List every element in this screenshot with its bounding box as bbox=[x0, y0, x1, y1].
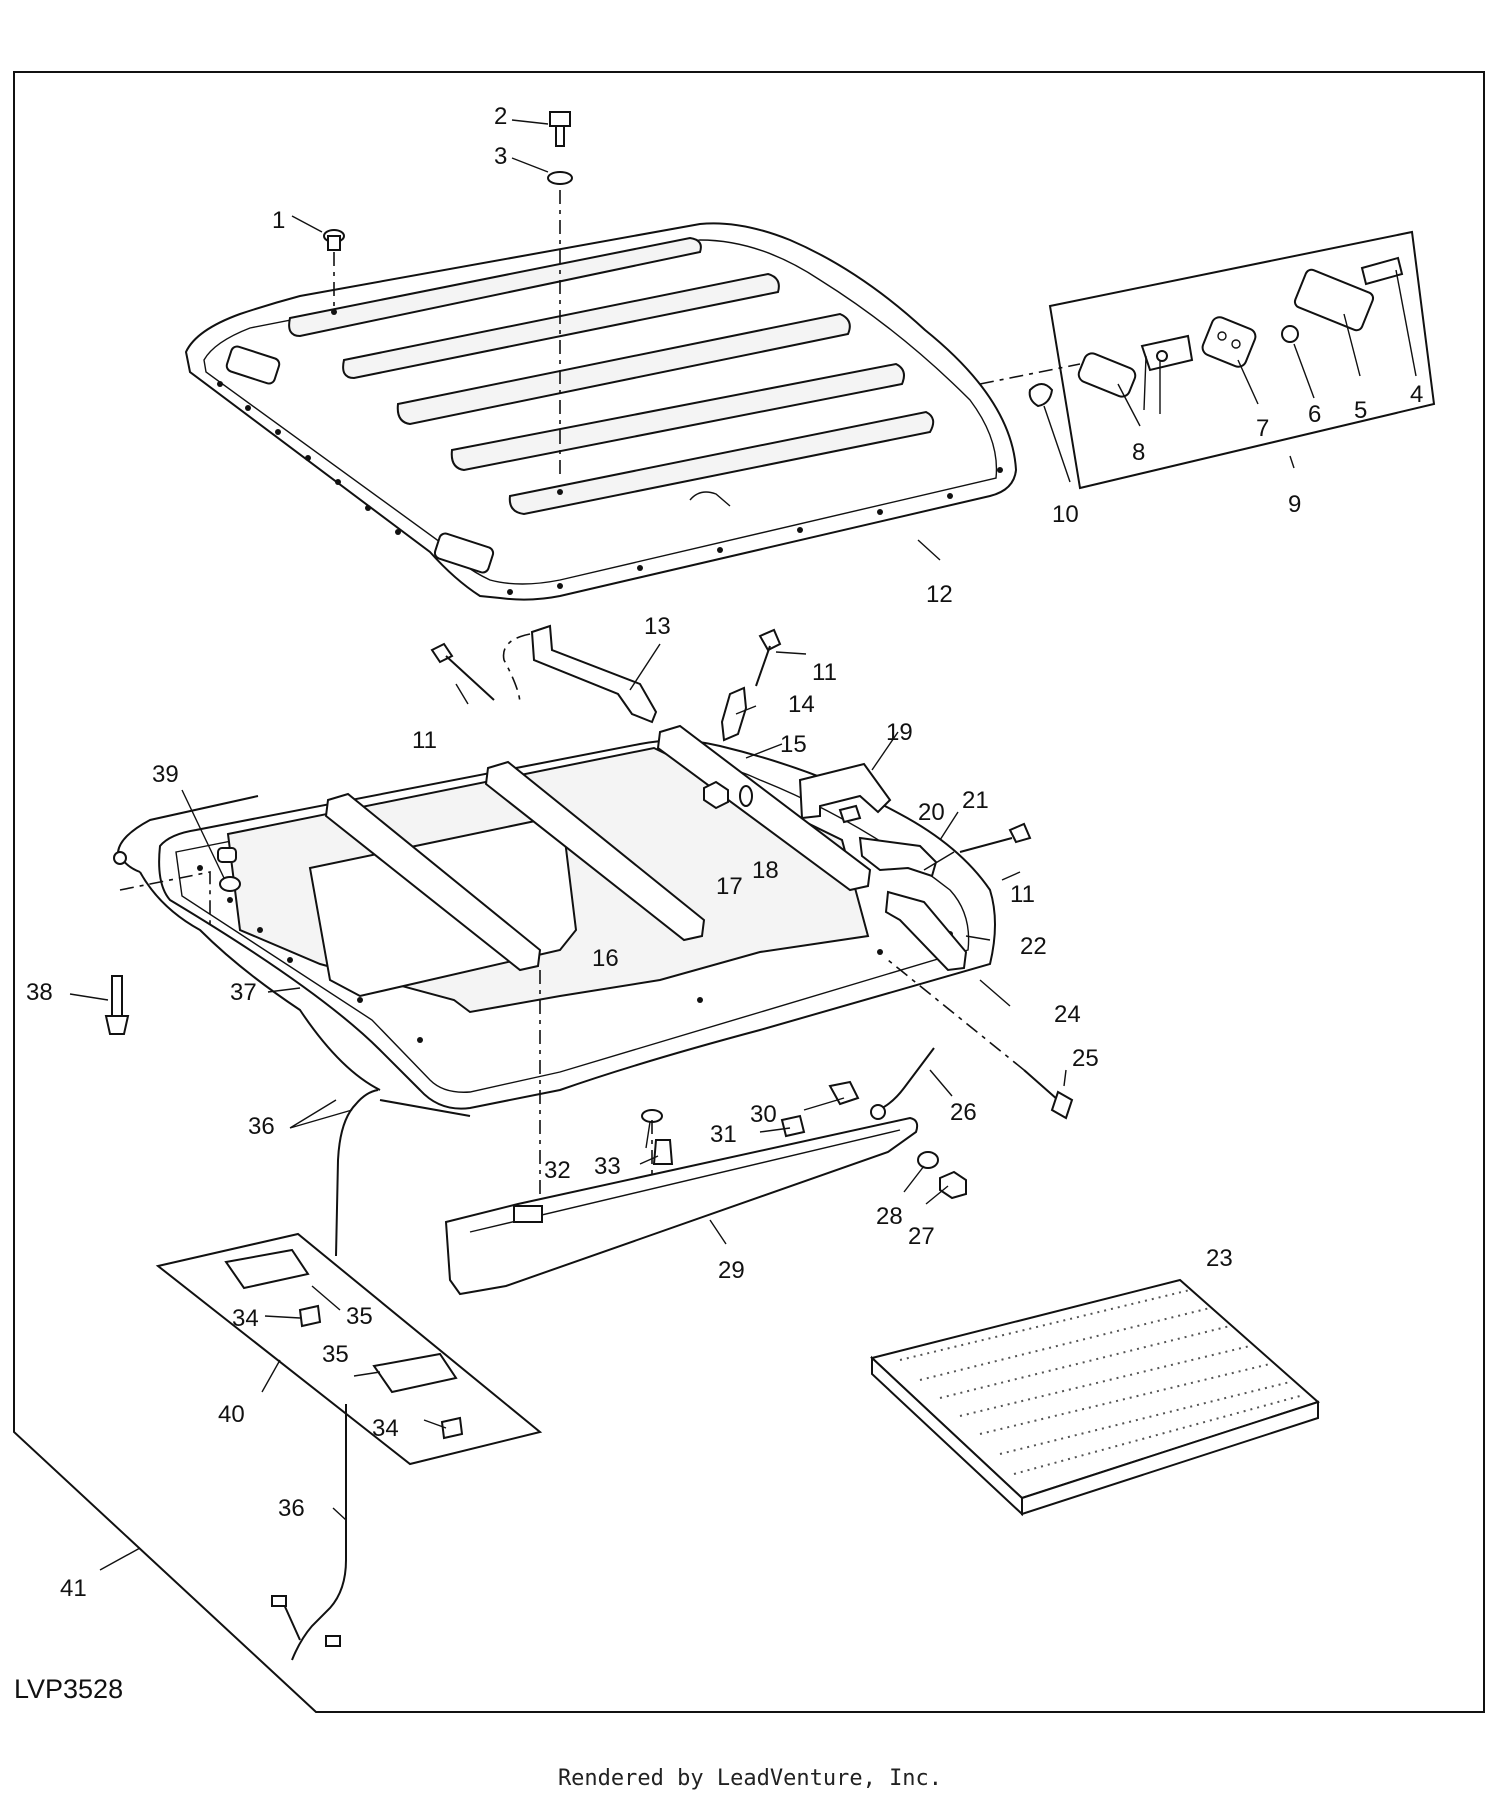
fitting-30 bbox=[828, 1080, 860, 1106]
callout-40: 40 bbox=[218, 1401, 245, 1428]
callout-22: 22 bbox=[1020, 933, 1047, 960]
washer-28 bbox=[917, 1151, 939, 1169]
callout-15: 15 bbox=[780, 731, 807, 758]
rivet-11-mid bbox=[755, 628, 782, 687]
cushion-23 bbox=[869, 1278, 1320, 1517]
footer-credit: Rendered by LeadVenture, Inc. bbox=[557, 1766, 943, 1791]
callout-36a: 36 bbox=[248, 1113, 275, 1140]
rivet-11-right bbox=[959, 822, 1032, 853]
callout-11a: 11 bbox=[812, 659, 837, 686]
washer-18 bbox=[739, 785, 753, 807]
callout-24: 24 bbox=[1054, 1001, 1081, 1028]
callout-6: 6 bbox=[1308, 401, 1321, 428]
callout-12: 12 bbox=[926, 581, 953, 608]
bracket-19 bbox=[798, 762, 892, 820]
clamp-35-b bbox=[372, 1352, 458, 1394]
washer-3 bbox=[547, 171, 573, 185]
callout-37: 37 bbox=[230, 979, 257, 1006]
callout-34b: 34 bbox=[372, 1415, 399, 1442]
callout-26: 26 bbox=[950, 1099, 977, 1126]
callout-11c: 11 bbox=[1010, 881, 1035, 908]
bracket-22 bbox=[884, 890, 968, 972]
harness-37 bbox=[113, 795, 471, 1117]
callout-35a: 35 bbox=[346, 1303, 373, 1330]
callout-27: 27 bbox=[908, 1223, 935, 1250]
callout-28: 28 bbox=[876, 1203, 903, 1230]
callout-31: 31 bbox=[710, 1121, 737, 1148]
callout-32: 32 bbox=[544, 1157, 571, 1184]
callout-4: 4 bbox=[1410, 381, 1423, 408]
callout-13: 13 bbox=[644, 613, 671, 640]
light-assembly-box bbox=[1048, 230, 1436, 490]
callout-8: 8 bbox=[1132, 439, 1145, 466]
callout-39: 39 bbox=[152, 761, 179, 788]
callout-38: 38 bbox=[26, 979, 53, 1006]
clamp-35-a bbox=[224, 1248, 310, 1290]
callout-36b: 36 bbox=[278, 1495, 305, 1522]
callout-35b: 35 bbox=[322, 1341, 349, 1368]
rail-29 bbox=[444, 1116, 919, 1296]
callout-23: 23 bbox=[1206, 1245, 1233, 1272]
rivet-33 bbox=[652, 1139, 674, 1165]
callout-25: 25 bbox=[1072, 1045, 1099, 1072]
liner-frame-24 bbox=[158, 724, 996, 1110]
nut-27 bbox=[939, 1170, 967, 1200]
part-10-grommet bbox=[1028, 383, 1054, 408]
callout-3: 3 bbox=[494, 143, 507, 170]
clip-31 bbox=[780, 1114, 806, 1138]
pin-25 bbox=[1023, 1069, 1074, 1120]
callout-19: 19 bbox=[886, 719, 913, 746]
stud-38 bbox=[104, 975, 130, 1035]
wire-26 bbox=[877, 1047, 935, 1111]
callout-33: 33 bbox=[594, 1153, 621, 1180]
bolt-20 bbox=[838, 804, 862, 824]
screw-34-a bbox=[298, 1304, 322, 1328]
callout-18: 18 bbox=[752, 857, 779, 884]
callout-labels: 1 2 3 4 5 6 7 8 9 10 11 11 11 12 13 14 1… bbox=[14, 103, 1423, 1704]
screw-34-b bbox=[440, 1416, 464, 1440]
grommet-39 bbox=[219, 876, 241, 892]
fastener-1 bbox=[323, 229, 345, 251]
callout-34a: 34 bbox=[232, 1305, 259, 1332]
callout-1: 1 bbox=[272, 207, 285, 234]
callout-14: 14 bbox=[788, 691, 815, 718]
callout-30: 30 bbox=[750, 1101, 777, 1128]
callout-2: 2 bbox=[494, 103, 507, 130]
roof-panel bbox=[184, 222, 1018, 601]
callout-5: 5 bbox=[1354, 397, 1367, 424]
bracket-13 bbox=[530, 624, 658, 724]
callout-7: 7 bbox=[1256, 415, 1269, 442]
diagram-code: LVP3528 bbox=[14, 1674, 123, 1704]
callout-9: 9 bbox=[1288, 491, 1301, 518]
harness-36 bbox=[271, 1089, 379, 1661]
panel-40 bbox=[155, 1232, 543, 1466]
callout-41: 41 bbox=[60, 1575, 87, 1602]
fastener-2 bbox=[549, 111, 571, 147]
rivet-11-left bbox=[430, 642, 495, 701]
leader-lines bbox=[69, 119, 1417, 1571]
callout-29: 29 bbox=[718, 1257, 745, 1284]
callout-10: 10 bbox=[1052, 501, 1079, 528]
callout-16: 16 bbox=[592, 945, 619, 972]
callout-17: 17 bbox=[716, 873, 743, 900]
callout-11b: 11 bbox=[412, 727, 437, 754]
bracket-21 bbox=[858, 836, 938, 878]
bracket-14 bbox=[720, 686, 748, 742]
callout-21: 21 bbox=[962, 787, 989, 814]
callout-20: 20 bbox=[918, 799, 945, 826]
nut-17 bbox=[703, 780, 729, 810]
diagram-frame bbox=[13, 71, 1485, 1713]
